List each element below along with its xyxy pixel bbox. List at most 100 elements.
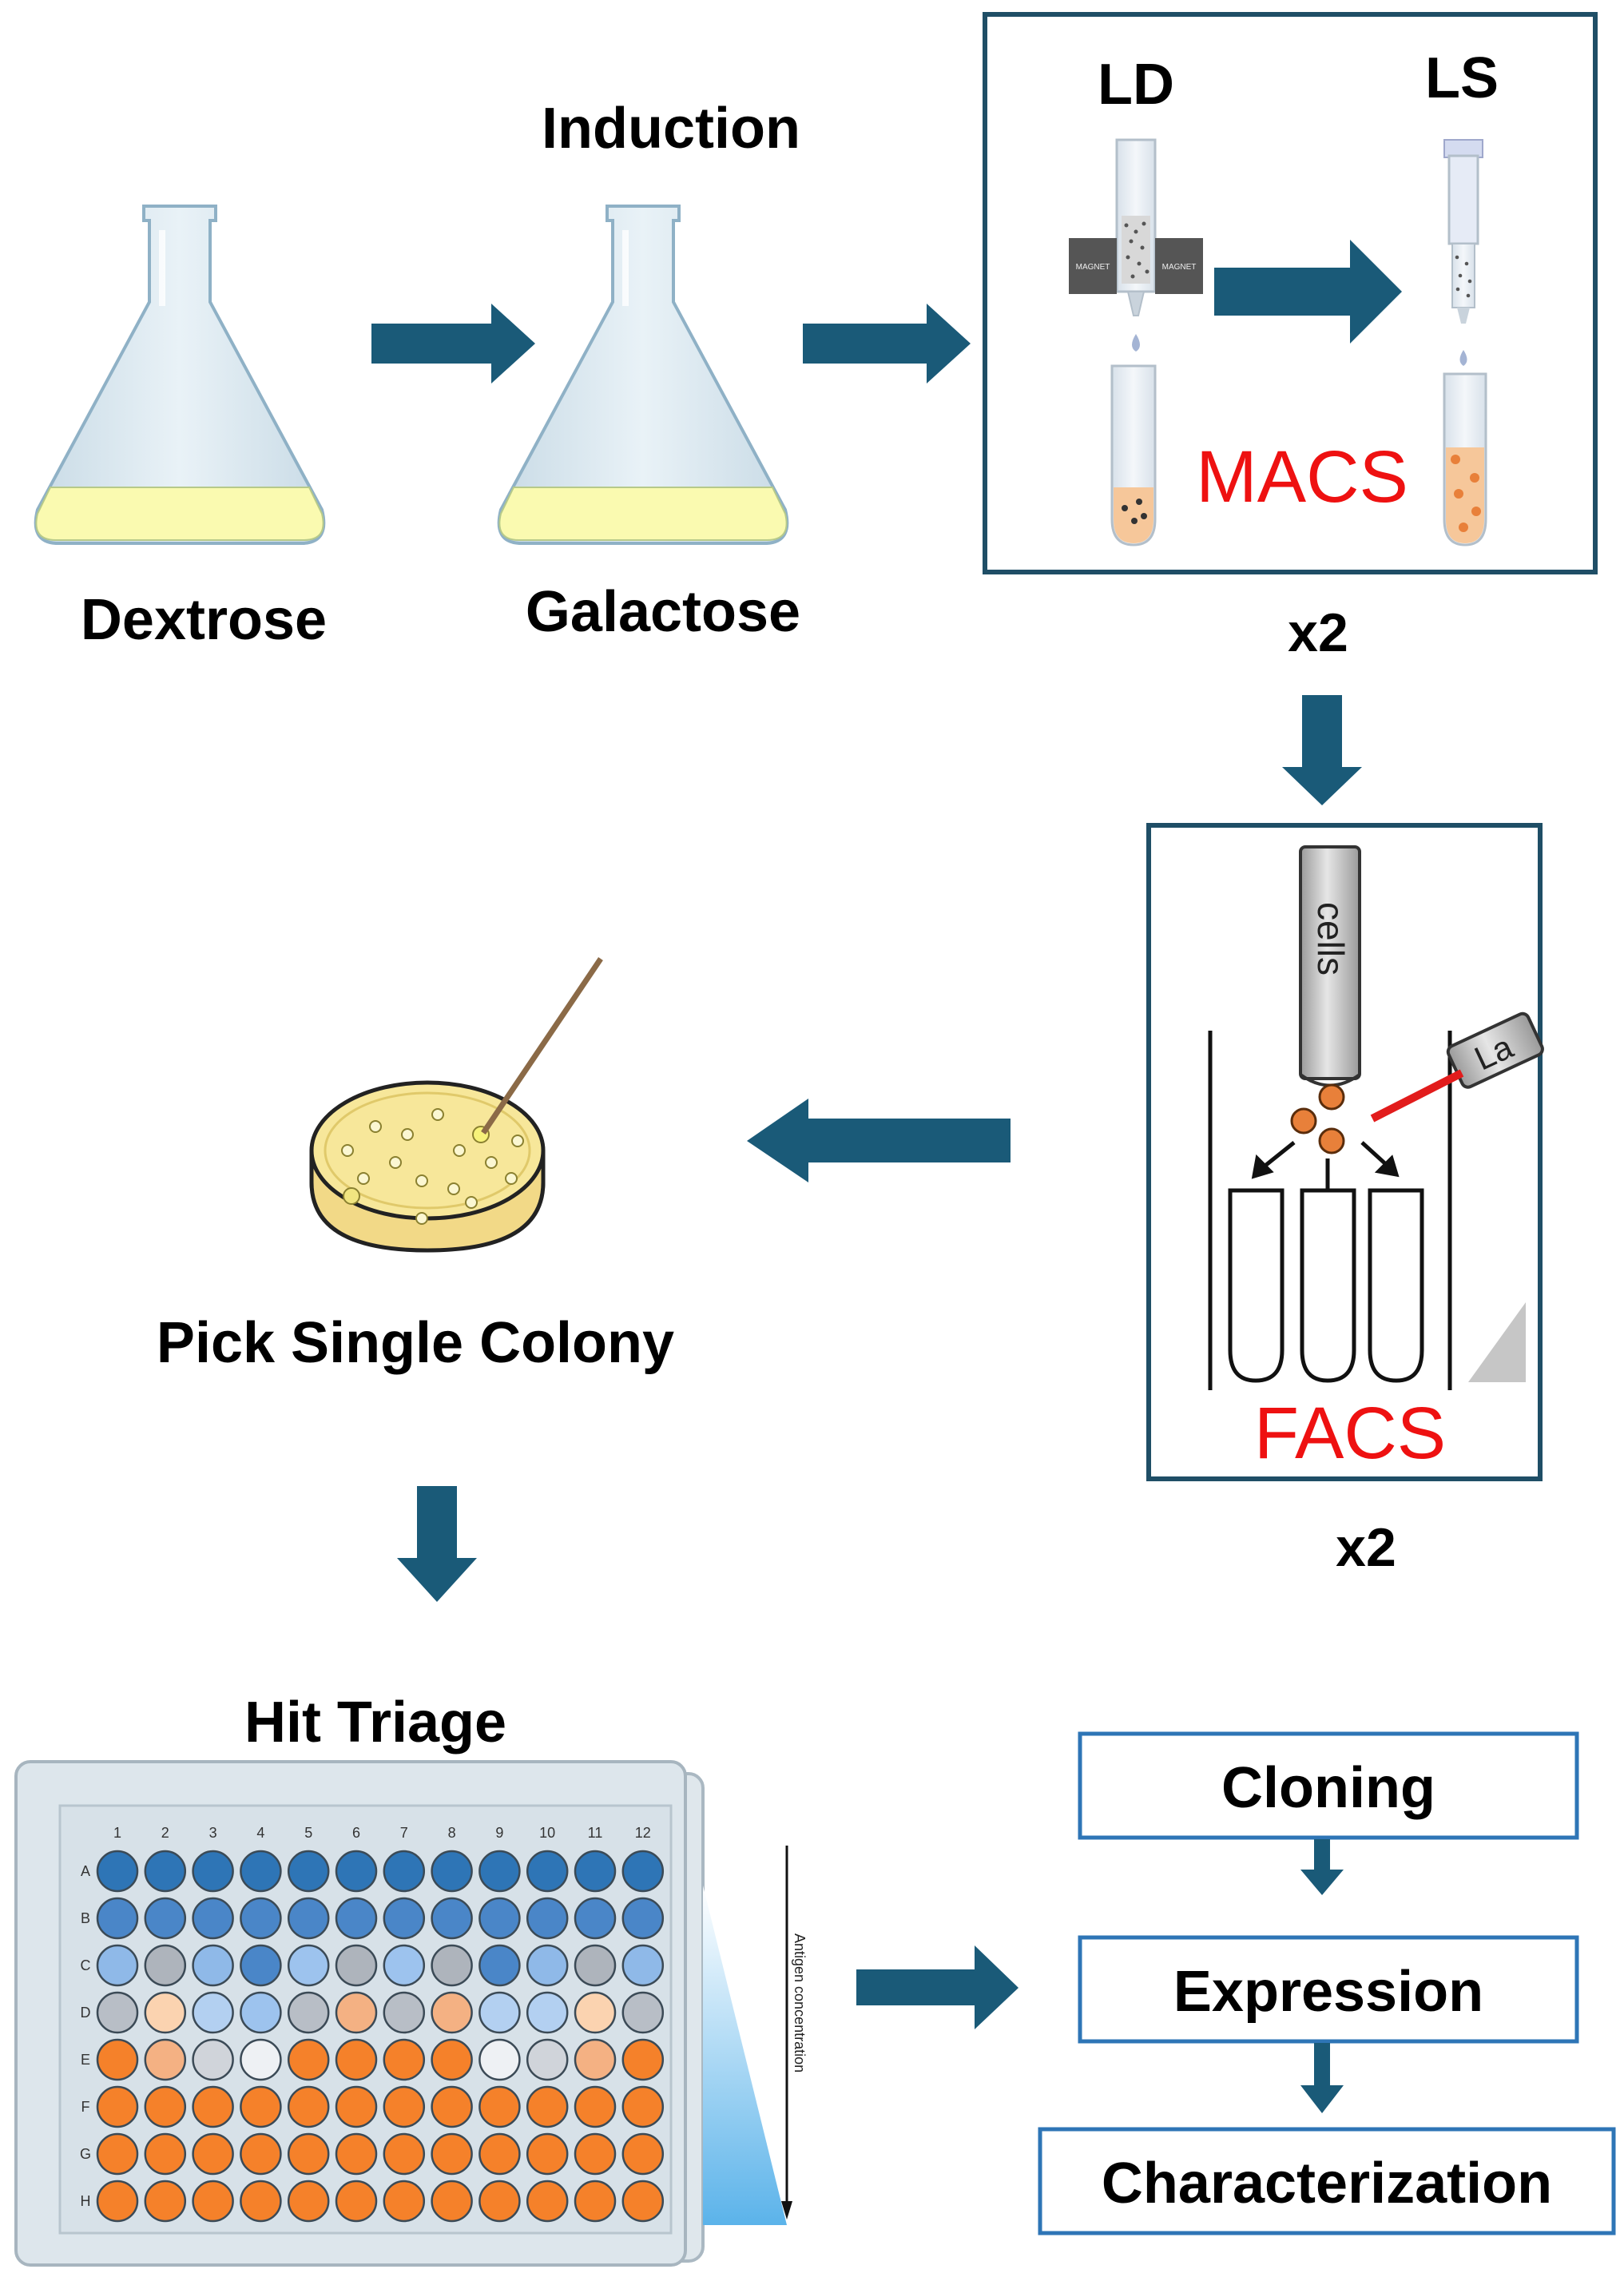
step-expression: Expression: [1078, 1935, 1579, 2044]
plate-column-label: 5: [304, 1825, 312, 1841]
step-cloning: Cloning: [1078, 1731, 1579, 1840]
plate-well: [192, 1850, 234, 1893]
plate-well: [335, 2132, 378, 2176]
plate-well: [287, 2180, 330, 2223]
magnet-label: MAGNET: [1162, 263, 1197, 272]
arrow-right-icon: [1214, 240, 1402, 344]
plate-well: [478, 2132, 521, 2176]
plate-well: [574, 1850, 617, 1893]
plate-row-label: D: [81, 2005, 91, 2021]
plate-well: [96, 2180, 139, 2223]
galactose-label: Galactose: [526, 580, 800, 644]
plate-well: [383, 2132, 426, 2176]
laser-icon: La: [1370, 1011, 1544, 1123]
concentration-gradient-icon: [703, 1886, 787, 2225]
plate-well: [621, 1991, 665, 2034]
plate-well: [240, 1850, 282, 1893]
plate-well: [240, 1991, 282, 2034]
plate-well: [526, 1897, 569, 1940]
plate-well: [144, 2085, 187, 2128]
plate-well: [526, 2038, 569, 2081]
plate-well: [287, 1944, 330, 1987]
induction-label: Induction: [542, 97, 800, 161]
plate-well: [335, 1897, 378, 1940]
plate-well: [478, 2180, 521, 2223]
facs-repeat-label: x2: [1336, 1517, 1396, 1578]
plate-well: [621, 1850, 665, 1893]
cells-label: cells: [1310, 902, 1352, 976]
plate-column-label: 1: [113, 1825, 121, 1841]
arrow-down-icon: [1300, 1839, 1344, 1895]
plate-column-label: 6: [352, 1825, 360, 1841]
plate-column-label: 10: [539, 1825, 555, 1841]
plate-well: [526, 2132, 569, 2176]
plate-well: [287, 1897, 330, 1940]
plate-well: [96, 2038, 139, 2081]
concentration-axis: Antigen concentration: [781, 1846, 808, 2219]
pick-colony-label: Pick Single Colony: [157, 1311, 674, 1375]
plate-well: [144, 2038, 187, 2081]
step-label: Cloning: [1221, 1756, 1435, 1820]
plate-well: [287, 2038, 330, 2081]
ls-column-label: LS: [1425, 46, 1499, 110]
plate-wells: [96, 1850, 665, 2223]
plate-well: [144, 2132, 187, 2176]
plate-well: [287, 2132, 330, 2176]
plate-well: [431, 1897, 473, 1940]
macs-repeat-label: x2: [1288, 602, 1348, 663]
plate-well: [144, 1897, 187, 1940]
plate-well: [526, 1944, 569, 1987]
plate-row-label: H: [81, 2193, 91, 2209]
plate-well: [144, 1944, 187, 1987]
plate-well: [478, 1944, 521, 1987]
plate-row-label: A: [81, 1863, 90, 1879]
step-characterization: Characterization: [1038, 2127, 1616, 2235]
plate-well: [192, 2180, 234, 2223]
arrow-left-icon: [747, 1099, 1011, 1182]
plate-well: [335, 1850, 378, 1893]
plate-well: [287, 1991, 330, 2034]
plate-well: [621, 2180, 665, 2223]
plate-well: [192, 2038, 234, 2081]
plate-column-label: 9: [495, 1825, 503, 1841]
plate-row-label: G: [80, 2146, 91, 2162]
plate-well: [192, 1991, 234, 2034]
plate-well: [526, 1850, 569, 1893]
ld-column-label: LD: [1098, 53, 1174, 117]
plate-well: [478, 1897, 521, 1940]
plate-well: [526, 1991, 569, 2034]
plate-well: [431, 2132, 473, 2176]
plate-well: [431, 1850, 473, 1893]
plate-well: [383, 1944, 426, 1987]
plate-row-label: B: [81, 1910, 90, 1926]
macs-panel: LD LS MAGNET MAGNET: [983, 12, 1598, 574]
plate-well: [96, 1897, 139, 1940]
plate-column-label: 7: [400, 1825, 408, 1841]
arrow-right-icon: [803, 304, 971, 383]
plate-well: [431, 1991, 473, 2034]
plate-well: [574, 2085, 617, 2128]
plate-well: [621, 2132, 665, 2176]
step-label: Expression: [1173, 1960, 1483, 2024]
plate-well: [478, 1991, 521, 2034]
plate-well: [144, 1991, 187, 2034]
facs-label: FACS: [1254, 1393, 1446, 1474]
magnet-label: MAGNET: [1076, 263, 1110, 272]
collection-tubes-icon: [1228, 1188, 1424, 1383]
plate-well: [383, 2085, 426, 2128]
plate-well: [621, 1944, 665, 1987]
arrow-right-icon: [856, 1945, 1018, 2029]
plate-well: [478, 2085, 521, 2128]
plate-row-label: C: [81, 1957, 91, 1973]
plate-well: [621, 2038, 665, 2081]
plate-well: [574, 2132, 617, 2176]
plate-well: [526, 2180, 569, 2223]
arrow-down-icon: [397, 1486, 477, 1602]
plate-column-label: 4: [256, 1825, 264, 1841]
plate-column-label: 3: [209, 1825, 217, 1841]
plate-well: [287, 2085, 330, 2128]
plate-well: [574, 1897, 617, 1940]
